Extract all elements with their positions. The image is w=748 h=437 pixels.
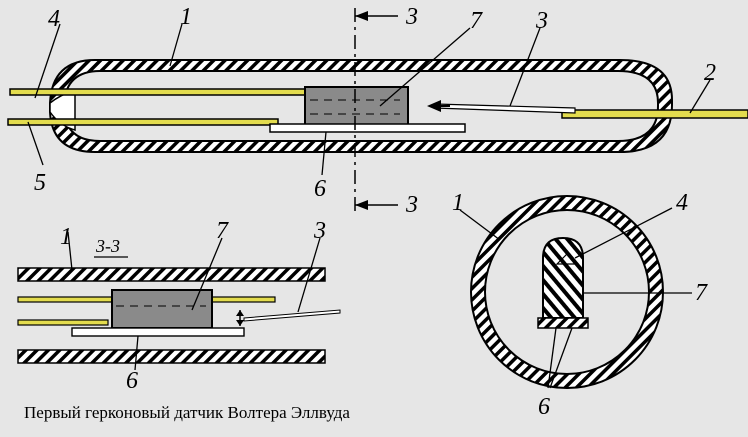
label-circ-6: 6 bbox=[538, 394, 550, 420]
label-top-3: 3 bbox=[535, 8, 548, 34]
label-sec-7: 7 bbox=[216, 218, 229, 244]
label-sec-6: 6 bbox=[126, 368, 138, 394]
label-circ-4: 4 bbox=[676, 190, 688, 216]
label-circ-7: 7 bbox=[695, 280, 708, 306]
label-top-2: 2 bbox=[704, 60, 716, 86]
lead-2 bbox=[561, 109, 748, 119]
section-wall-bottom bbox=[17, 349, 326, 364]
label-circ-1: 1 bbox=[452, 190, 464, 216]
section-wall-top bbox=[17, 267, 326, 282]
label-sec-3: 3 bbox=[313, 218, 326, 244]
label-top-4: 4 bbox=[48, 6, 60, 32]
circle-plate-6 bbox=[537, 317, 589, 329]
label-top-7: 7 bbox=[470, 8, 483, 34]
plate-6 bbox=[269, 123, 466, 133]
section-magnet-7 bbox=[111, 289, 213, 329]
circle-magnet-7 bbox=[542, 236, 584, 319]
contact-tip bbox=[427, 100, 441, 112]
label-cut-bottom: 3 bbox=[405, 192, 418, 218]
section-lead-lower bbox=[17, 319, 109, 326]
circle-view: 1 4 7 6 bbox=[452, 190, 708, 420]
magnet-7 bbox=[304, 86, 409, 126]
label-sec-1: 1 bbox=[60, 224, 72, 250]
lead-5 bbox=[7, 118, 279, 126]
figure-caption: Первый герконовый датчик Волтера Эллвуда bbox=[24, 403, 350, 422]
label-top-6: 6 bbox=[314, 176, 326, 202]
section-blade-3 bbox=[243, 309, 341, 322]
lead-4 bbox=[9, 88, 306, 96]
section-view: 1 3-3 7 3 6 bbox=[17, 218, 341, 394]
label-top-5: 5 bbox=[34, 170, 46, 196]
label-top-1: 1 bbox=[180, 4, 192, 30]
top-view: 4 1 3 7 3 2 5 6 3 bbox=[7, 4, 748, 218]
label-cut-top: 3 bbox=[405, 4, 418, 30]
section-plate-6 bbox=[71, 327, 245, 337]
section-title: 3-3 bbox=[95, 236, 120, 256]
